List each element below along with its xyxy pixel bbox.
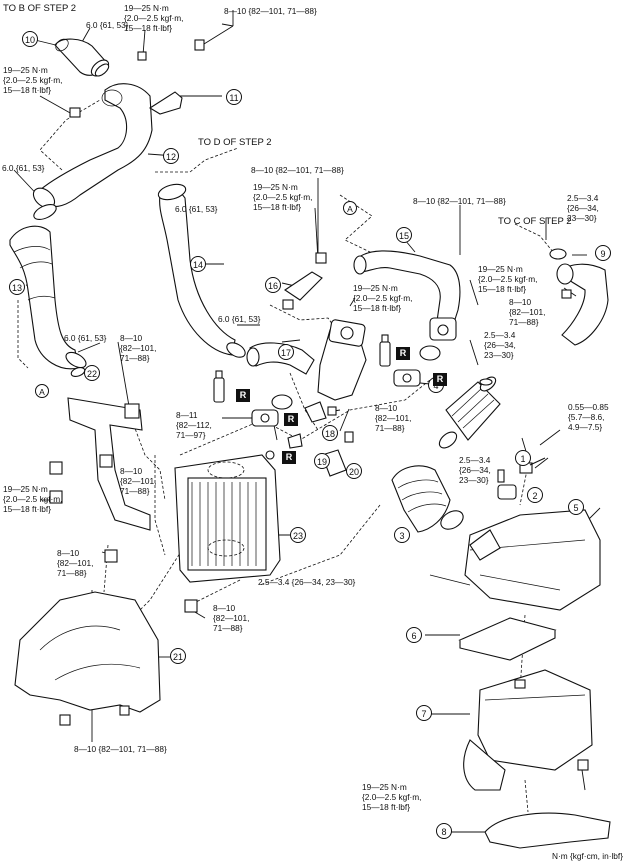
torque-label: 8—10 {82—101, 71—88} — [120, 333, 157, 363]
callout-23: 23 — [290, 527, 306, 543]
callout-13: 13 — [9, 279, 25, 295]
callout-11: 11 — [226, 89, 242, 105]
callout-19: 19 — [314, 453, 330, 469]
torque-label: 6.0 {61, 53} — [175, 204, 218, 214]
torque-label: 6.0 {61, 53} — [86, 20, 129, 30]
torque-label: 8—10 {82—101, 71—88} — [120, 466, 157, 496]
callout-22: 22 — [84, 365, 100, 381]
torque-label: 8—10 {82—101, 71—88} — [224, 6, 317, 16]
torque-label: 8—10 {82—101, 71—88} — [213, 603, 250, 633]
torque-label: 19—25 N·m {2.0—2.5 kgf·m, 15—18 ft·lbf} — [362, 782, 422, 812]
torque-label: 19—25 N·m {2.0—2.5 kgf·m, 15—18 ft·lbf} — [124, 3, 184, 33]
units-note: N·m {kgf·cm, in·lbf} — [552, 851, 623, 861]
torque-label: 2.5—3.4 {26—34, 23—30} — [484, 330, 516, 360]
replace-mark: R — [396, 347, 410, 360]
callout-21: 21 — [170, 648, 186, 664]
callout-14: 14 — [190, 256, 206, 272]
callout-16: 16 — [265, 277, 281, 293]
callout-12: 12 — [163, 148, 179, 164]
callout-17: 17 — [278, 344, 294, 360]
torque-label: 8—10 {82—101, 71—88} — [413, 196, 506, 206]
torque-label: 8—10 {82—101, 71—88} — [57, 548, 94, 578]
callout-a-left: A — [35, 384, 49, 398]
torque-label: 6.0 {61, 53} — [64, 333, 107, 343]
callout-9: 9 — [595, 245, 611, 261]
callout-7: 7 — [416, 705, 432, 721]
callout-a-top: A — [343, 201, 357, 215]
callout-6: 6 — [406, 627, 422, 643]
callout-18: 18 — [322, 425, 338, 441]
callout-3: 3 — [394, 527, 410, 543]
torque-label: 2.5—3.4 {26—34, 23—30} — [258, 577, 356, 587]
callout-1: 1 — [515, 450, 531, 466]
replace-mark: R — [282, 451, 296, 464]
part-shapes — [9, 38, 611, 849]
torque-label: 19—25 N·m {2.0—2.5 kgf·m, 15—18 ft·lbf} — [353, 283, 413, 313]
callout-2: 2 — [527, 487, 543, 503]
callout-5: 5 — [568, 499, 584, 515]
torque-label: 8—10 {82—101, 71—88} — [375, 403, 412, 433]
replace-mark: R — [236, 389, 250, 402]
torque-label: 0.55—0.85 {5.7—8.6, 4.9—7.5} — [568, 402, 609, 432]
torque-label: 8—11 {82—112, 71—97} — [176, 410, 212, 440]
torque-label: 19—25 N·m {2.0—2.5 kgf·m, 15—18 ft·lbf} — [3, 65, 63, 95]
torque-label: 8—10 {82—101, 71—88} — [251, 165, 344, 175]
torque-label: 2.5—3.4 {26—34, 23—30} — [567, 193, 599, 223]
replace-mark: R — [433, 373, 447, 386]
note-to-b: TO B OF STEP 2 — [3, 3, 77, 14]
callout-10: 10 — [22, 31, 38, 47]
note-to-c: TO C OF STEP 2 — [498, 216, 572, 227]
torque-label: 2.5—3.4 {26—34, 23—30} — [459, 455, 491, 485]
torque-label: 8—10 {82—101, 71—88} — [74, 744, 167, 754]
torque-label: 6.0 {61, 53} — [2, 163, 45, 173]
callout-15: 15 — [396, 227, 412, 243]
torque-label: 6.0 {61, 53} — [218, 314, 261, 324]
note-to-d: TO D OF STEP 2 — [198, 137, 272, 148]
callout-20: 20 — [346, 463, 362, 479]
torque-label: 19—25 N·m {2.0—2.5 kgf·m, 15—18 ft·lbf} — [3, 484, 63, 514]
callout-8: 8 — [436, 823, 452, 839]
replace-mark: R — [284, 413, 298, 426]
torque-label: 19—25 N·m {2.0—2.5 kgf·m, 15—18 ft·lbf} — [253, 182, 313, 212]
torque-label: 8—10 {82—101, 71—88} — [509, 297, 546, 327]
torque-label: 19—25 N·m {2.0—2.5 kgf·m, 15—18 ft·lbf} — [478, 264, 538, 294]
